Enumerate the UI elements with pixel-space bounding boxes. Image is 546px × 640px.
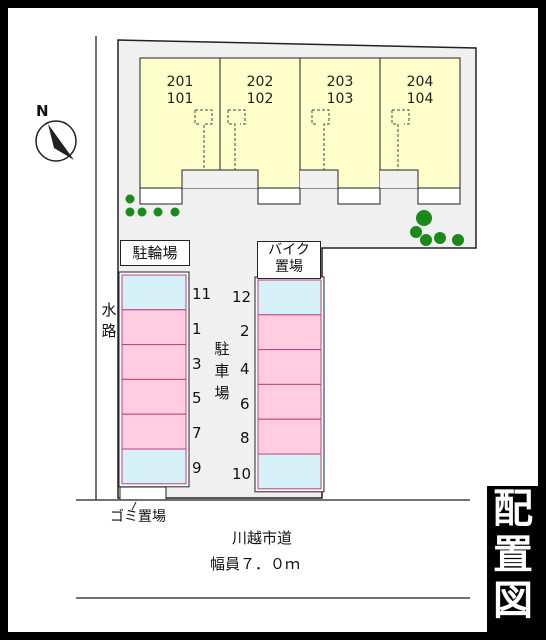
garbage-pointer — [131, 501, 137, 511]
badge-char: 置 — [493, 532, 533, 578]
stair-dashed-3 — [311, 109, 330, 170]
waterway-label: 水 路 — [100, 300, 118, 342]
parking-space — [257, 453, 322, 490]
space-number-right: 8 — [240, 429, 250, 447]
space-number-right: 12 — [232, 288, 252, 306]
tree — [125, 207, 135, 217]
tree — [137, 207, 147, 217]
space-number-left: 11 — [192, 285, 212, 303]
parking-space — [121, 309, 187, 346]
parking-space — [257, 383, 322, 420]
layout-badge: 配 置 図 — [487, 486, 539, 632]
compass-needle — [48, 124, 74, 160]
unit-upper: 202 — [246, 74, 274, 90]
space-number-right: 4 — [240, 360, 250, 378]
parking-space — [257, 279, 322, 316]
unit-lower: 103 — [326, 91, 354, 107]
garbage-area — [119, 486, 167, 501]
entry-bar-1 — [139, 187, 183, 205]
parking-space — [121, 344, 187, 380]
parking-space — [257, 349, 322, 385]
unit-label-4: 204 104 — [390, 74, 450, 108]
tree — [125, 194, 135, 204]
unit-label-2: 202 102 — [230, 74, 290, 108]
right-parking-slots — [254, 276, 325, 493]
porch-4 — [380, 170, 418, 188]
unit-label-1: 201 101 — [150, 74, 210, 108]
unit-lower: 102 — [246, 91, 274, 107]
space-number-left: 1 — [192, 320, 202, 338]
unit-upper: 204 — [406, 74, 434, 90]
badge-char: 配 — [493, 486, 533, 532]
unit-lower: 101 — [166, 91, 194, 107]
parking-space — [257, 418, 322, 455]
parking-space — [121, 378, 187, 415]
parking-space — [257, 314, 322, 351]
garbage-label: ゴミ置場 — [110, 509, 166, 525]
car-parking-char: 駐 — [214, 340, 230, 358]
left-parking-slots — [118, 271, 190, 488]
space-number-right: 10 — [232, 465, 252, 483]
tree — [170, 207, 180, 217]
bike-parking-line1: バイク — [268, 242, 310, 258]
tree — [434, 232, 446, 244]
car-parking-char: 場 — [214, 384, 230, 402]
porch-outline-4 — [380, 169, 419, 188]
building-unit-1 — [139, 57, 221, 189]
bike-parking-label: バイク 置場 — [257, 241, 321, 279]
space-number-right: 2 — [240, 322, 250, 340]
stair-dashed-1 — [194, 109, 213, 170]
porch-outline-3 — [300, 169, 339, 188]
waterway-char: 路 — [101, 322, 117, 340]
waterway-char: 水 — [101, 301, 117, 319]
tree — [452, 234, 464, 246]
road-name: 川越市道 — [232, 529, 293, 547]
unit-lower: 104 — [406, 91, 434, 107]
compass — [35, 120, 77, 162]
bike-parking-line2: 置場 — [275, 259, 303, 275]
porch-outline-1 — [181, 169, 220, 188]
tree — [420, 234, 432, 246]
unit-upper: 201 — [166, 74, 194, 90]
parking-space — [121, 274, 187, 311]
entry-bar-3 — [337, 187, 381, 205]
unit-upper: 203 — [326, 74, 354, 90]
road-width: 幅員７．０ｍ — [210, 555, 301, 573]
porch-outline-2 — [220, 169, 259, 188]
porch-2 — [220, 170, 258, 188]
space-number-left: 7 — [192, 424, 202, 442]
porch-1 — [182, 170, 220, 188]
trees — [125, 194, 464, 246]
building-unit-4 — [379, 57, 461, 189]
parking-space — [121, 413, 187, 450]
parking-space — [121, 448, 187, 485]
stair-dashed-2 — [227, 109, 246, 170]
entry-bar-2 — [257, 187, 301, 205]
entry-bar-4 — [417, 187, 461, 205]
space-number-left: 3 — [192, 355, 202, 373]
porch-3 — [300, 170, 338, 188]
badge-char: 図 — [493, 578, 533, 624]
stair-dashed-4 — [391, 109, 410, 170]
bicycle-parking-label: 駐輪場 — [120, 240, 190, 266]
tree — [416, 210, 432, 226]
tree — [410, 226, 422, 238]
space-number-left: 9 — [192, 459, 202, 477]
unit-label-3: 203 103 — [310, 74, 370, 108]
car-parking-label: 駐 車 場 — [213, 338, 231, 404]
building-units — [139, 57, 461, 205]
space-number-right: 6 — [240, 395, 250, 413]
compass-letter: N — [36, 102, 49, 120]
tree — [153, 207, 163, 217]
space-number-left: 5 — [192, 389, 202, 407]
car-parking-char: 車 — [214, 362, 230, 380]
